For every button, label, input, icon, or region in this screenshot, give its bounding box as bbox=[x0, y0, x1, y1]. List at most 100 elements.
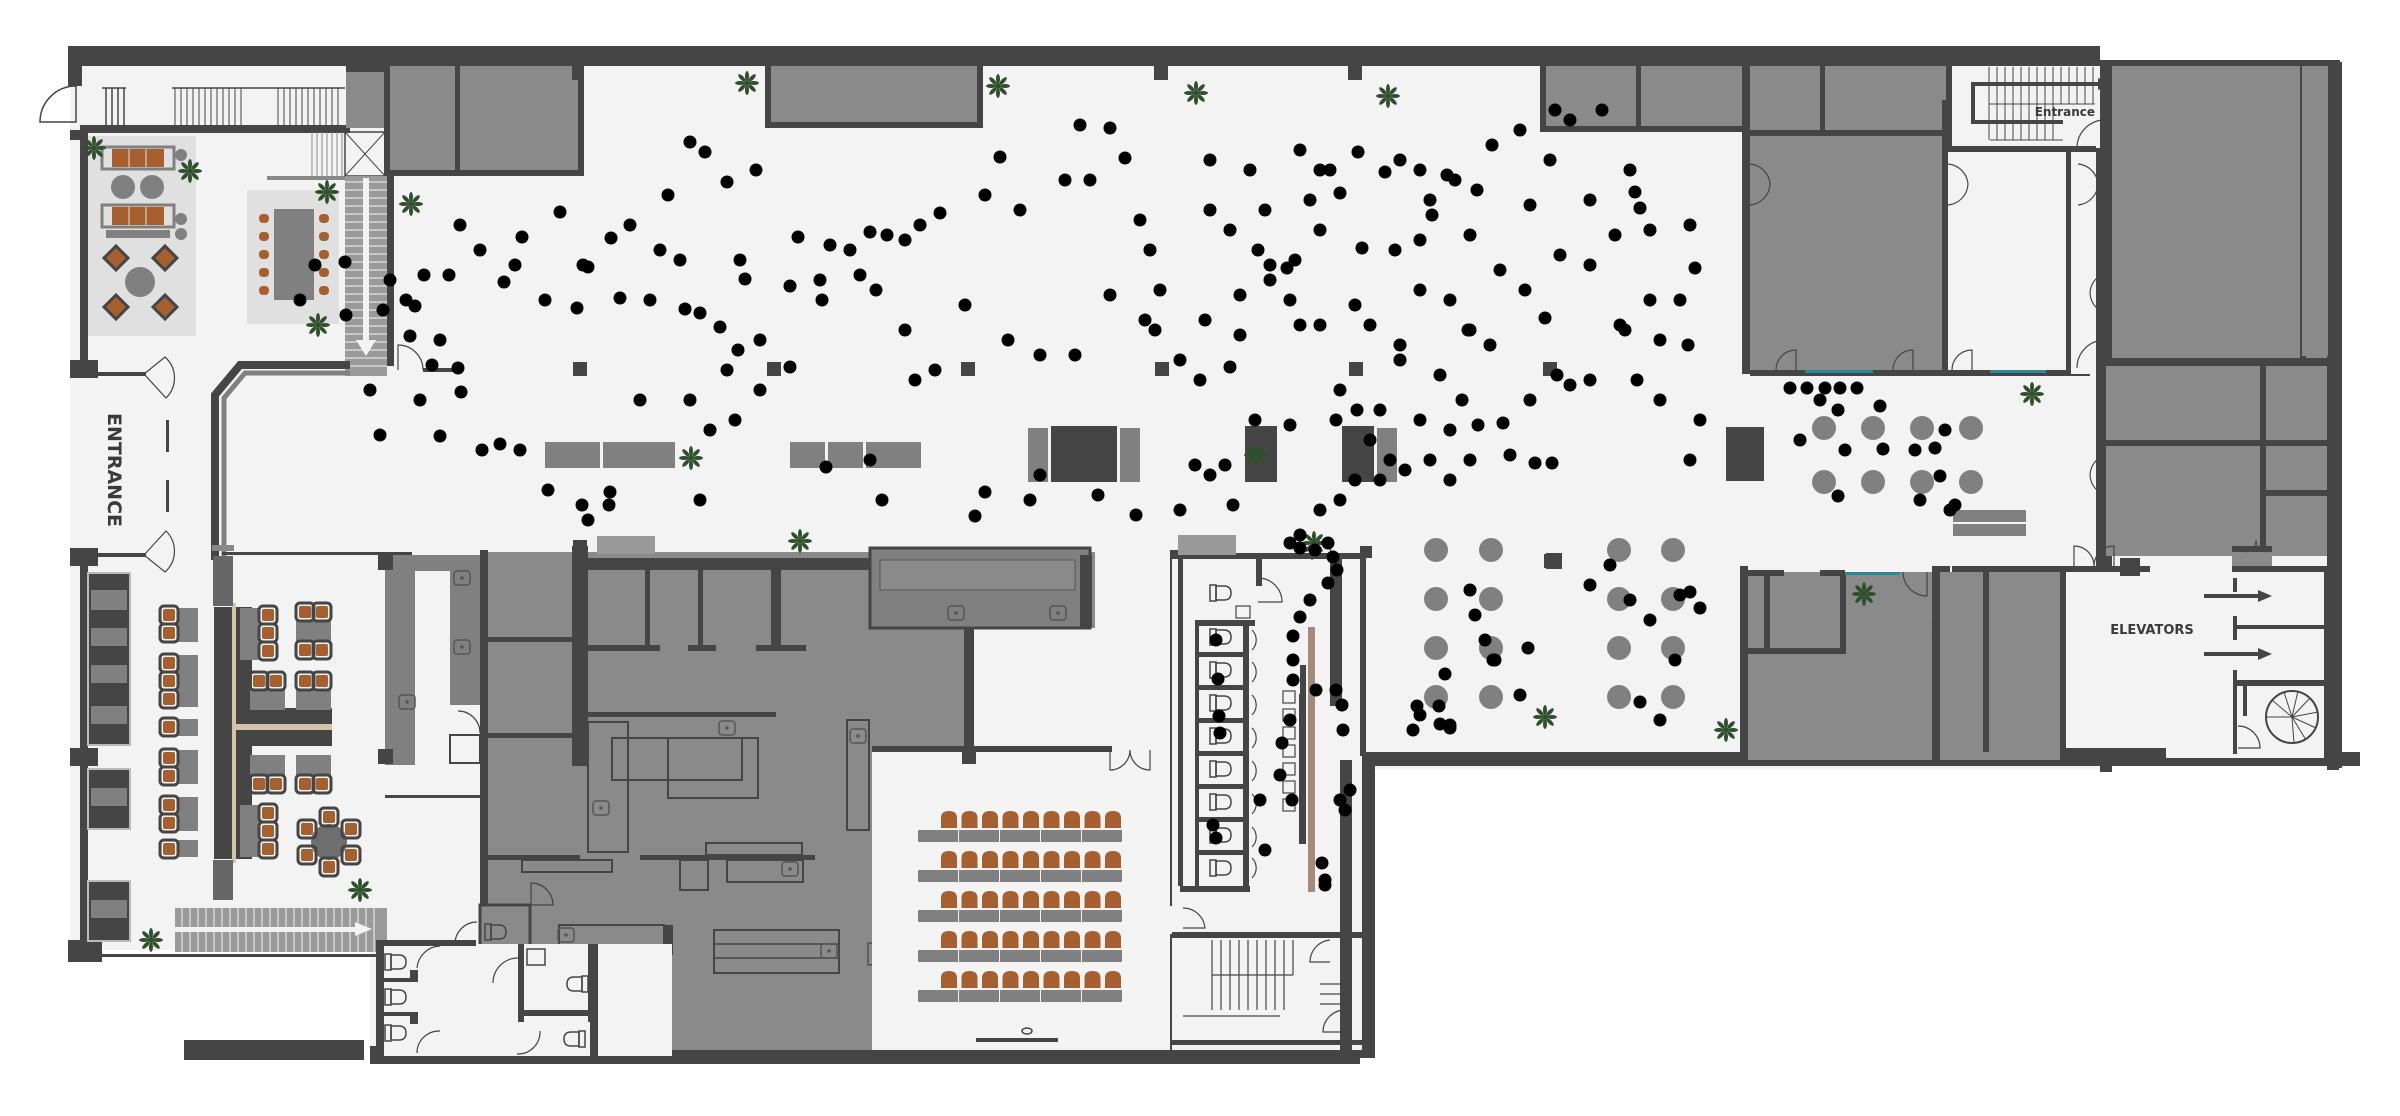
round-table bbox=[1661, 538, 1685, 562]
occupant-marker bbox=[1471, 418, 1485, 432]
plant-icon bbox=[1852, 582, 1876, 606]
occupant-marker bbox=[1673, 293, 1687, 307]
occupant-marker bbox=[898, 323, 912, 337]
occupant-marker bbox=[1433, 368, 1447, 382]
occupant-marker bbox=[1398, 463, 1412, 477]
occupant-marker bbox=[1623, 163, 1637, 177]
occupant-marker bbox=[339, 308, 353, 322]
occupant-marker bbox=[1693, 413, 1707, 427]
occupant-marker bbox=[1486, 653, 1500, 667]
west-entrance[interactable]: ENTRANCE bbox=[96, 356, 176, 573]
occupant-marker bbox=[1583, 578, 1597, 592]
lecture-seat bbox=[1064, 891, 1080, 908]
occupant-marker bbox=[1438, 667, 1452, 681]
occupant-marker bbox=[1138, 313, 1152, 327]
occupant-marker bbox=[683, 393, 697, 407]
cafe-banquettes-window bbox=[87, 556, 387, 957]
lecture-seat bbox=[941, 891, 957, 908]
occupant-marker bbox=[898, 233, 912, 247]
occupant-marker bbox=[399, 293, 413, 307]
occupant-marker bbox=[968, 509, 982, 523]
occupant-marker bbox=[1468, 608, 1482, 622]
occupant-marker bbox=[1485, 138, 1499, 152]
occupant-marker bbox=[1548, 103, 1562, 117]
occupant-marker bbox=[1133, 213, 1147, 227]
plant-icon bbox=[1533, 705, 1557, 729]
round-table bbox=[1959, 470, 1983, 494]
occupant-marker bbox=[1833, 381, 1847, 395]
occupant-marker bbox=[1188, 458, 1202, 472]
lecture-row bbox=[918, 811, 1122, 842]
occupant-marker bbox=[1938, 423, 1952, 437]
occupant-marker bbox=[1463, 228, 1477, 242]
occupant-marker bbox=[683, 135, 697, 149]
occupant-marker bbox=[1643, 223, 1657, 237]
round-table bbox=[1479, 587, 1503, 611]
round-table bbox=[1479, 538, 1503, 562]
occupant-marker bbox=[993, 150, 1007, 164]
nw-stairs bbox=[39, 66, 394, 376]
lecture-seat bbox=[1064, 851, 1080, 868]
occupant-marker bbox=[643, 293, 657, 307]
occupant-marker bbox=[791, 230, 805, 244]
occupant-marker bbox=[1173, 503, 1187, 517]
plant-icon bbox=[735, 71, 759, 95]
occupant-marker bbox=[1293, 541, 1307, 555]
occupant-marker bbox=[1286, 673, 1300, 687]
round-table bbox=[1607, 587, 1631, 611]
occupant-marker bbox=[1643, 613, 1657, 627]
round-table bbox=[1424, 587, 1448, 611]
occupant-marker bbox=[1083, 173, 1097, 187]
occupant-marker bbox=[1363, 318, 1377, 332]
lecture-seat bbox=[1105, 891, 1121, 908]
entrance-label-ne: Entrance bbox=[2035, 105, 2095, 119]
lecture-seat bbox=[1043, 851, 1060, 868]
occupant-marker bbox=[1173, 353, 1187, 367]
occupant-marker bbox=[1413, 708, 1427, 722]
lecture-seat bbox=[1043, 811, 1060, 828]
lecture-seat bbox=[941, 931, 957, 948]
occupant-marker bbox=[1338, 803, 1352, 817]
occupant-marker bbox=[1838, 443, 1852, 457]
occupant-marker bbox=[1673, 588, 1687, 602]
occupant-marker bbox=[403, 329, 417, 343]
occupant-marker bbox=[783, 360, 797, 374]
occupant-marker bbox=[1303, 193, 1317, 207]
lecture-seat-rows bbox=[918, 811, 1122, 1002]
occupant-marker bbox=[869, 283, 883, 297]
occupant-marker bbox=[602, 498, 616, 512]
occupant-marker bbox=[1388, 243, 1402, 257]
occupant-marker bbox=[1563, 378, 1577, 392]
occupant-marker bbox=[1831, 403, 1845, 417]
plant-icon bbox=[1184, 81, 1208, 105]
occupant-marker bbox=[933, 206, 947, 220]
occupant-marker bbox=[1633, 201, 1647, 215]
occupant-marker bbox=[1308, 543, 1322, 557]
occupant-marker bbox=[1218, 458, 1232, 472]
sw-restrooms bbox=[376, 921, 672, 1058]
occupant-marker bbox=[1251, 243, 1265, 257]
occupant-marker bbox=[1209, 633, 1223, 647]
occupant-marker bbox=[1209, 831, 1223, 845]
occupant-marker bbox=[958, 298, 972, 312]
occupant-marker bbox=[473, 243, 487, 257]
occupant-marker bbox=[1058, 173, 1072, 187]
occupant-marker bbox=[1545, 456, 1559, 470]
round-table bbox=[1812, 470, 1836, 494]
occupant-marker bbox=[819, 460, 833, 474]
occupant-marker bbox=[1253, 793, 1267, 807]
occupant-marker bbox=[1223, 360, 1237, 374]
occupant-marker bbox=[978, 485, 992, 499]
occupant-marker bbox=[1103, 288, 1117, 302]
occupant-marker bbox=[693, 306, 707, 320]
lecture-row bbox=[918, 891, 1122, 922]
lecture-seat bbox=[961, 931, 978, 948]
occupant-marker bbox=[1033, 348, 1047, 362]
occupant-marker bbox=[749, 163, 763, 177]
occupant-marker bbox=[875, 493, 889, 507]
occupant-marker bbox=[1413, 283, 1427, 297]
occupant-marker bbox=[1313, 223, 1327, 237]
occupant-marker bbox=[731, 343, 745, 357]
occupant-marker bbox=[1873, 399, 1887, 413]
occupant-marker bbox=[1470, 183, 1484, 197]
